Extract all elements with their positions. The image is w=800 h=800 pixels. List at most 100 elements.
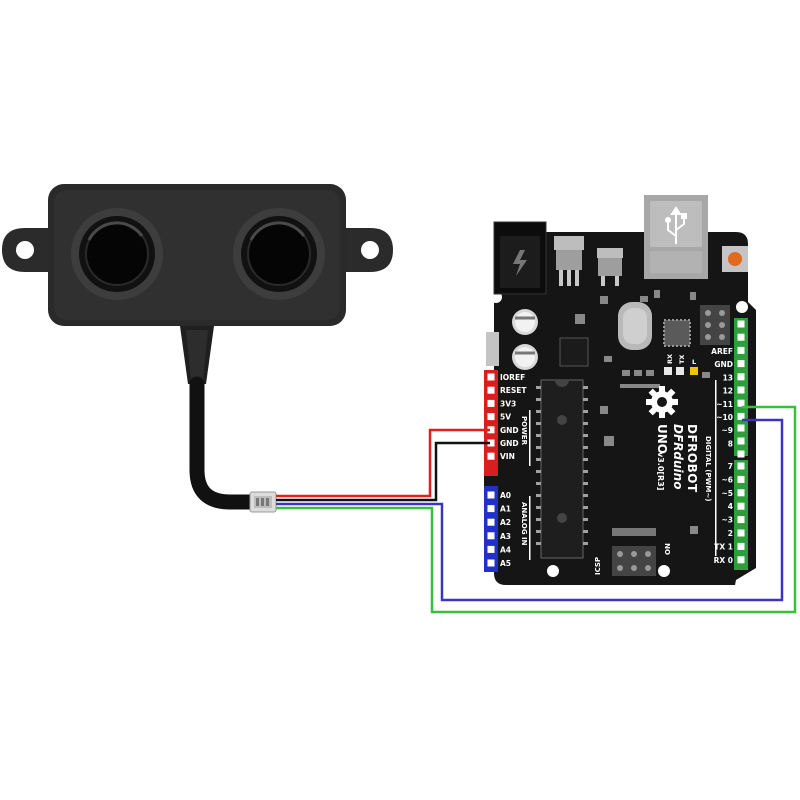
header-pin-hole	[737, 489, 745, 497]
power-header	[484, 370, 498, 476]
sensor-right-ear	[342, 228, 393, 272]
header-pin-hole	[487, 452, 495, 460]
header-pin-hole	[737, 529, 745, 537]
digital-pin-label: 4	[728, 502, 733, 511]
voltage-regulator	[554, 236, 584, 286]
power-pin-label: 5V	[500, 413, 511, 422]
power-led	[690, 526, 698, 534]
header-pin-hole	[487, 545, 495, 553]
voltage-regulator-small	[597, 248, 623, 286]
wire-rx	[276, 418, 784, 602]
status-leds: RX TX L	[664, 354, 698, 375]
header-pin-hole	[737, 542, 745, 550]
header-pin-hole	[737, 516, 745, 524]
smd-component	[654, 290, 660, 298]
sensor-connector	[249, 491, 277, 513]
smd-component	[575, 314, 585, 324]
arduino-board: RX TX L	[484, 195, 756, 585]
power-pin-label: GND	[500, 439, 519, 448]
digital-pin-label: ~10	[716, 413, 733, 422]
smd-component	[690, 292, 696, 300]
mount-hole	[736, 301, 748, 313]
led-rx-label: RX	[666, 354, 674, 364]
digital-pin-label: AREF	[711, 347, 733, 356]
dfrobot-gear-icon	[646, 386, 678, 418]
header-pin-hole	[487, 439, 495, 447]
wire-vcc	[276, 428, 490, 498]
smd-component	[640, 296, 648, 302]
board-version-text: v3.0[R3]	[656, 452, 665, 490]
icsp-header-bottom	[612, 528, 656, 576]
header-pin-hole	[737, 346, 745, 354]
header-pin-hole	[487, 505, 495, 513]
smd-component	[486, 332, 499, 366]
board-name-text: DFRduino	[671, 424, 685, 489]
brand-text: DFROBOT	[685, 424, 699, 493]
capacitor	[512, 309, 538, 335]
digital-pin-label: TX 1	[714, 542, 733, 551]
header-pin-hole	[737, 437, 745, 445]
on-label: ON	[664, 543, 672, 555]
board-branding: DFROBOT DFRduino UNO v3.0[R3]	[655, 424, 699, 493]
led-tx-label: TX	[678, 355, 686, 364]
digital-pin-label: 12	[723, 387, 733, 396]
header-pin-hole	[737, 556, 745, 564]
power-pin-label: RESET	[500, 386, 527, 395]
sensor-receiver	[233, 208, 325, 300]
header-pin-hole	[487, 491, 495, 499]
smd-component	[600, 406, 608, 414]
analog-pin-label: A1	[500, 505, 511, 514]
digital-pin-label: RX 0	[714, 556, 733, 565]
smd-component	[604, 356, 612, 362]
header-pin-hole	[487, 518, 495, 526]
usb-chip	[663, 319, 691, 347]
icsp-label: ICSP	[594, 557, 602, 575]
usb-icon	[665, 206, 687, 244]
board-model-text: UNO	[655, 424, 669, 454]
header-pin-hole	[737, 424, 745, 432]
digital-pin-label: 8	[728, 439, 733, 448]
header-pin-hole	[737, 399, 745, 407]
mount-hole	[658, 565, 670, 577]
header-pin-hole	[737, 333, 745, 341]
analog-pin-label: A2	[500, 518, 511, 527]
header-pin-hole	[487, 373, 495, 381]
header-pin-hole	[737, 386, 745, 394]
power-pin-label: IOREF	[500, 373, 525, 382]
smd-component	[604, 436, 614, 446]
digital-section-bar	[715, 380, 717, 556]
header-pin-hole	[737, 475, 745, 483]
sensor-transmitter	[71, 208, 163, 300]
power-pin-label: VIN	[500, 452, 515, 461]
header-pin-hole	[737, 320, 745, 328]
digital-section-label: DIGITAL (PWM~)	[704, 436, 712, 501]
analog-pin-label: A4	[500, 545, 511, 554]
digital-header-bottom	[734, 460, 748, 570]
dc-power-jack	[493, 221, 547, 295]
header-pin-hole	[487, 399, 495, 407]
digital-pin-label: ~6	[721, 475, 733, 484]
digital-pin-label: ~3	[721, 516, 733, 525]
header-pin-hole	[737, 462, 745, 470]
analog-section-bar	[529, 496, 531, 560]
digital-pin-label: GND	[714, 360, 733, 369]
digital-pin-label: 2	[728, 529, 733, 538]
header-pin-hole	[737, 360, 745, 368]
header-pin-hole	[487, 413, 495, 421]
sensor-cable	[189, 376, 260, 510]
usb-connector	[644, 195, 708, 279]
digital-pin-label: ~5	[721, 489, 733, 498]
analog-pin-label: A0	[500, 491, 511, 500]
reset-button	[722, 246, 748, 272]
digital-pin-label: ~9	[721, 426, 733, 435]
wires	[276, 405, 797, 614]
ultrasonic-sensor	[2, 184, 393, 513]
digital-pin-label: ~11	[716, 400, 733, 409]
header-pin-hole	[487, 559, 495, 567]
atmega-chip	[536, 379, 588, 559]
resistor-row	[620, 370, 710, 388]
wire-tx	[276, 405, 797, 614]
header-pin-hole	[487, 426, 495, 434]
analog-section-label: ANALOG IN	[520, 502, 528, 546]
